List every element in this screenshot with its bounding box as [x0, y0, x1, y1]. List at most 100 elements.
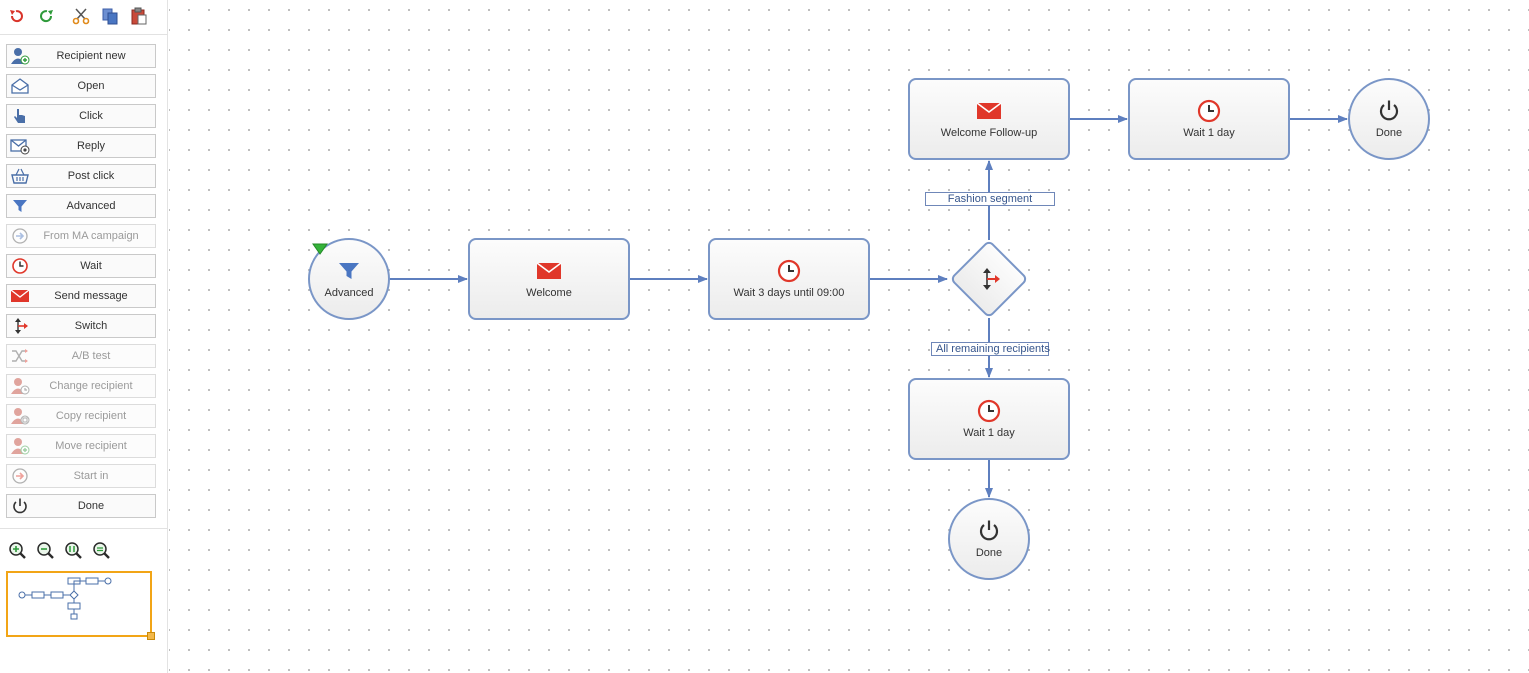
copy-icon: [102, 8, 118, 25]
minimap-resize-handle[interactable]: [147, 632, 155, 640]
zoom-reset-icon: [93, 542, 110, 559]
palette-open[interactable]: Open: [6, 74, 156, 98]
toolbar-separator: [0, 34, 168, 35]
hand-pointer-icon: [10, 107, 30, 125]
clock-icon: [1197, 99, 1221, 123]
move-recipient-icon: [10, 437, 30, 455]
sidebar: Recipient new Open Click Reply: [0, 0, 168, 673]
palette-ab-test[interactable]: A/B test: [6, 344, 156, 368]
palette-label: Change recipient: [49, 380, 133, 392]
basket-icon: [10, 167, 30, 185]
cut-button[interactable]: [70, 5, 92, 27]
palette-from-ma-campaign[interactable]: From MA campaign: [6, 224, 156, 248]
paste-button[interactable]: [128, 5, 150, 27]
palette-reply[interactable]: Reply: [6, 134, 156, 158]
power-icon: [977, 519, 1001, 543]
palette-label: Done: [77, 500, 105, 512]
envelope-icon: [976, 99, 1002, 123]
palette-wait[interactable]: Wait: [6, 254, 156, 278]
filter-icon: [10, 197, 30, 215]
node-welcome[interactable]: Welcome: [468, 238, 630, 320]
node-label: Wait 1 day: [963, 427, 1015, 439]
palette-label: Post click: [67, 170, 115, 182]
palette-label: Send message: [54, 290, 128, 302]
palette-label: Click: [79, 110, 103, 122]
palette-label: Advanced: [66, 200, 116, 212]
palette-done[interactable]: Done: [6, 494, 156, 518]
palette-label: Wait: [80, 260, 102, 272]
zoom-controls: [8, 541, 120, 561]
palette-start-in[interactable]: Start in: [6, 464, 156, 488]
zoom-in-icon: [9, 542, 26, 559]
edge-label-fashion-segment[interactable]: Fashion segment: [925, 192, 1055, 206]
reply-mail-icon: [10, 137, 30, 155]
flow-canvas[interactable]: Advanced Welcome Wait 3 days until 09:00: [169, 0, 1529, 673]
envelope-icon: [536, 259, 562, 283]
node-label: Done: [975, 547, 1003, 559]
node-label: Welcome: [526, 287, 572, 299]
palette-post-click[interactable]: Post click: [6, 164, 156, 188]
palette-label: Copy recipient: [55, 410, 127, 422]
paste-icon: [131, 7, 147, 25]
change-recipient-icon: [10, 377, 30, 395]
undo-button[interactable]: [6, 5, 28, 27]
envelope-open-icon: [10, 77, 30, 95]
node-done-bottom[interactable]: Done: [948, 498, 1030, 580]
node-label: Wait 1 day: [1183, 127, 1235, 139]
palette-recipient-new[interactable]: Recipient new: [6, 44, 156, 68]
node-palette: Recipient new Open Click Reply: [6, 44, 156, 524]
clock-icon: [777, 259, 801, 283]
recipient-new-icon: [10, 47, 30, 65]
undo-icon: [10, 10, 23, 23]
palette-switch[interactable]: Switch: [6, 314, 156, 338]
node-wait-1-day-bottom[interactable]: Wait 1 day: [908, 378, 1070, 460]
toolbar: [6, 4, 157, 28]
palette-separator: [0, 528, 168, 529]
palette-change-recipient[interactable]: Change recipient: [6, 374, 156, 398]
palette-send-message[interactable]: Send message: [6, 284, 156, 308]
edge-label-all-remaining[interactable]: All remaining recipients: [931, 342, 1050, 356]
node-wait-1-day-top[interactable]: Wait 1 day: [1128, 78, 1290, 160]
scissors-icon: [72, 8, 90, 25]
palette-copy-recipient[interactable]: Copy recipient: [6, 404, 156, 428]
power-icon: [10, 497, 30, 515]
palette-label: Move recipient: [55, 440, 127, 452]
palette-label: Start in: [73, 470, 109, 482]
node-label: Done: [1375, 127, 1403, 139]
node-wait-3-days[interactable]: Wait 3 days until 09:00: [708, 238, 870, 320]
node-label: Advanced: [324, 287, 374, 299]
start-flag-icon: [312, 243, 328, 255]
node-done-top[interactable]: Done: [1348, 78, 1430, 160]
node-welcome-follow-up[interactable]: Welcome Follow-up: [908, 78, 1070, 160]
envelope-icon: [10, 287, 30, 305]
zoom-out-button[interactable]: [36, 541, 56, 561]
palette-label: A/B test: [71, 350, 111, 362]
palette-move-recipient[interactable]: Move recipient: [6, 434, 156, 458]
redo-button[interactable]: [35, 5, 57, 27]
clock-icon: [977, 399, 1001, 423]
minimap-preview: [18, 577, 112, 620]
redo-icon: [40, 10, 53, 23]
start-in-icon: [10, 467, 30, 485]
zoom-reset-button[interactable]: [92, 541, 112, 561]
zoom-in-button[interactable]: [8, 541, 28, 561]
palette-label: Switch: [74, 320, 108, 332]
zoom-fit-button[interactable]: [64, 541, 84, 561]
flow-edges: [389, 115, 1348, 498]
palette-label: From MA campaign: [43, 230, 139, 242]
power-icon: [1377, 99, 1401, 123]
zoom-out-icon: [37, 542, 54, 559]
palette-label: Open: [77, 80, 105, 92]
switch-icon: [983, 268, 1000, 290]
node-label: Welcome Follow-up: [940, 127, 1038, 139]
minimap[interactable]: [6, 571, 155, 640]
copy-button[interactable]: [99, 5, 121, 27]
palette-click[interactable]: Click: [6, 104, 156, 128]
shuffle-icon: [10, 347, 30, 365]
filter-icon: [337, 259, 361, 283]
arrow-circle-icon: [10, 227, 30, 245]
switch-icon: [10, 317, 30, 335]
palette-advanced[interactable]: Advanced: [6, 194, 156, 218]
clock-icon: [10, 257, 30, 275]
